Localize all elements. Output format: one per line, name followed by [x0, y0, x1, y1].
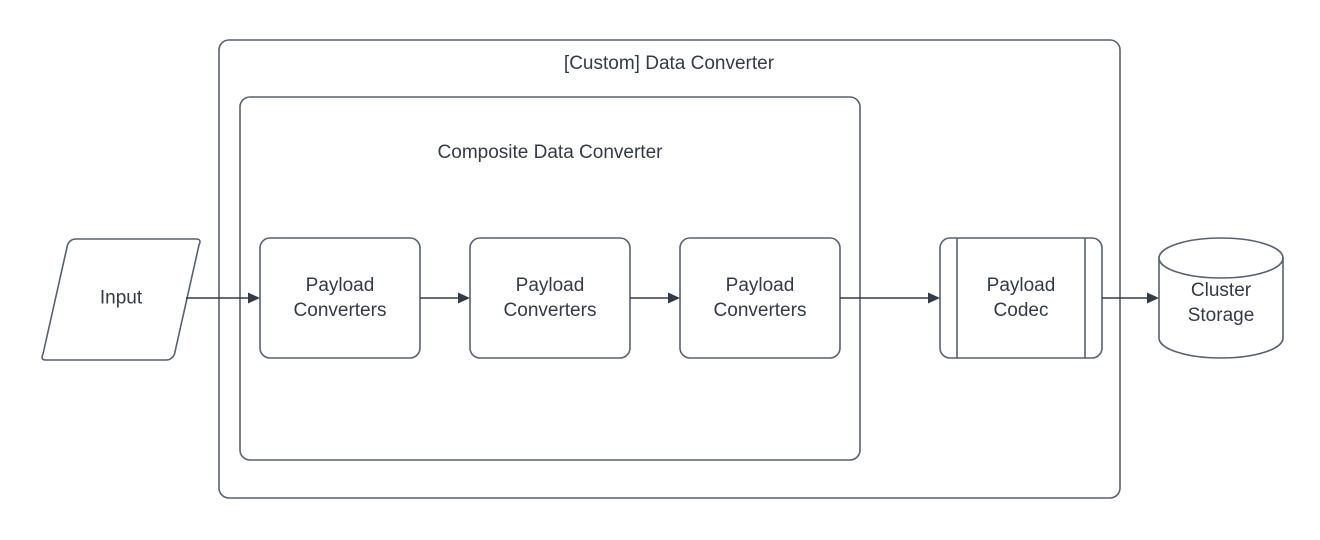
- node-converter-3-shape[interactable]: [679, 237, 841, 359]
- edge-converter-3-to-payload-codec-arrowhead: [928, 292, 940, 304]
- edge-converter-2-to-converter-3-arrowhead: [668, 292, 680, 304]
- node-converter-1-shape[interactable]: [259, 237, 421, 359]
- edge-input-to-converter-1-arrowhead: [248, 292, 260, 304]
- node-cluster-storage-top: [1158, 237, 1284, 279]
- edge-converter-1-to-converter-2-arrowhead: [458, 292, 470, 304]
- node-payload-codec-shape[interactable]: [939, 237, 1103, 359]
- node-converter-2-shape[interactable]: [469, 237, 631, 359]
- node-cluster-storage-body[interactable]: [1158, 257, 1284, 359]
- node-input-shape[interactable]: [41, 238, 201, 361]
- edge-payload-codec-to-cluster-storage-arrowhead: [1147, 292, 1159, 304]
